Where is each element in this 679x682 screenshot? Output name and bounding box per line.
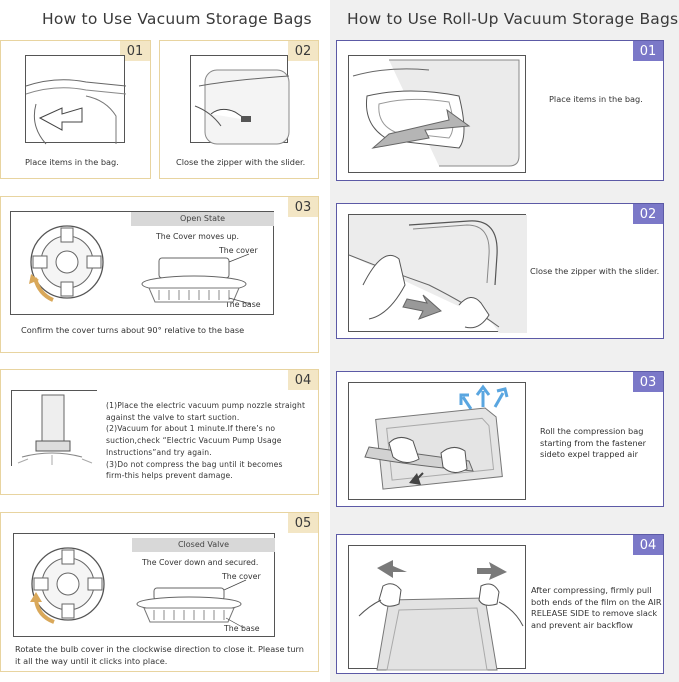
roll-bag-place-illustration [348, 55, 526, 173]
pull-film-drawing [358, 560, 524, 671]
place-items-illustration [25, 55, 127, 145]
zipper-slider-illustration [190, 55, 290, 145]
air-arrow-icon [493, 387, 509, 408]
open-state-illustration: Open State The Cover moves up. The cover… [10, 211, 274, 315]
instruction-line: (2)Vacuum for about 1 minute.If there’s … [106, 424, 276, 434]
step-number-badge: 01 [120, 41, 150, 61]
valve-top-view-drawing [30, 547, 105, 624]
bag-opening-drawing [25, 79, 127, 145]
roll-bag-zipper-illustration [348, 214, 527, 333]
instruction-line: sideto expel trapped air [540, 449, 638, 459]
state-label: Closed Valve [132, 538, 275, 552]
instruction-line: (3)Do not compress the bag until it beco… [106, 459, 283, 469]
left-step-02-card: 02 Close the zipper with the slider. [159, 40, 319, 179]
pump-drawing [17, 394, 93, 465]
zipper-drawing [194, 69, 290, 145]
step-instructions: After compressing, firmly pull both ends… [531, 585, 662, 631]
instruction-line: both ends of the film on the AIR [531, 596, 662, 607]
caption-line: it all the way until it clicks into plac… [15, 656, 168, 666]
left-step-03-card: 03 Open State The Cover moves up. The co… [0, 196, 319, 353]
step-caption: Place items in the bag. [549, 94, 643, 104]
cover-label: The cover [219, 246, 258, 255]
left-step-05-card: 05 Closed Valve The Cover down and secur… [0, 512, 319, 672]
rotate-arrow-icon [29, 274, 39, 284]
instruction-line: Instructions”and try again. [106, 447, 212, 457]
step-caption: Close the zipper with the slider. [530, 266, 660, 276]
right-step-01-card: 01 Place items in the bag. [336, 40, 664, 181]
instruction-line: firm-this helps prevent damage. [106, 471, 233, 481]
instruction-line: RELEASE SIDE to remove slack [531, 608, 658, 618]
zipper-drawing [348, 215, 527, 333]
step-number-badge: 03 [633, 372, 663, 392]
air-arrow-icon [459, 393, 473, 410]
state-label: Open State [131, 212, 274, 226]
right-step-02-card: 02 Close the zipper with the slider. [336, 203, 664, 339]
valve-top-view-drawing [29, 225, 104, 302]
closed-valve-illustration: Closed Valve The Cover down and secured.… [13, 533, 275, 637]
instruction-line: After compressing, firmly pull [531, 585, 652, 595]
step-number-badge: 04 [633, 535, 663, 555]
step-number-badge: 04 [288, 370, 318, 390]
bag-opening-drawing [352, 59, 520, 167]
instruction-line: Roll the compression bag [540, 426, 644, 436]
step-instructions: (1)Place the electric vacuum pump nozzle… [106, 400, 305, 482]
base-label: The base [225, 300, 261, 309]
left-column-title: How to Use Vacuum Storage Bags [42, 10, 312, 28]
step-number-badge: 02 [633, 204, 663, 224]
step-caption: Rotate the bulb cover in the clockwise d… [15, 643, 304, 667]
step-number-badge: 03 [288, 197, 318, 217]
pull-film-illustration [348, 545, 526, 671]
state-description: The Cover moves up. [156, 232, 239, 241]
right-column-title: How to Use Roll-Up Vacuum Storage Bags [347, 10, 679, 28]
valve-side-view-drawing [141, 253, 252, 305]
step-caption: Place items in the bag. [25, 157, 119, 167]
right-step-04-card: 04 After compressing, firmly pull both e… [336, 534, 664, 674]
right-arrow-icon [477, 562, 507, 580]
instruction-line: against the valve to start suction. [106, 412, 240, 422]
left-arrow-icon [377, 560, 407, 578]
caption-line: Rotate the bulb cover in the clockwise d… [15, 644, 304, 654]
step-number-badge: 01 [633, 41, 663, 61]
rotate-arrow-icon [30, 592, 42, 602]
air-arrow-icon [475, 384, 491, 407]
cover-label: The cover [222, 572, 261, 581]
instruction-line: suction,check “Electric Vacuum Pump Usag… [106, 436, 282, 446]
instruction-line: (1)Place the electric vacuum pump nozzle… [106, 401, 306, 410]
step-instructions: Roll the compression bag starting from t… [540, 426, 646, 461]
step-caption: Close the zipper with the slider. [176, 157, 306, 167]
instruction-line: starting from the fastener [540, 437, 647, 448]
base-label: The base [224, 624, 260, 633]
step-number-badge: 02 [288, 41, 318, 61]
pump-nozzle-illustration [11, 390, 97, 466]
right-step-03-card: 03 Roll the compression bag starting fro… [336, 371, 664, 507]
state-description: The Cover down and secured. [142, 558, 259, 567]
rolling-bag-drawing [364, 384, 509, 490]
step-caption: Confirm the cover turns about 90° relati… [21, 325, 245, 335]
roll-compression-illustration [348, 382, 526, 500]
valve-side-view-drawing [136, 579, 247, 629]
left-step-01-card: 01 Place items in the bag. [0, 40, 151, 179]
step-number-badge: 05 [288, 513, 318, 533]
instruction-line: and prevent air backflow [531, 619, 633, 630]
left-step-04-card: 04 (1)Place the electric vacuum pump noz… [0, 369, 319, 495]
